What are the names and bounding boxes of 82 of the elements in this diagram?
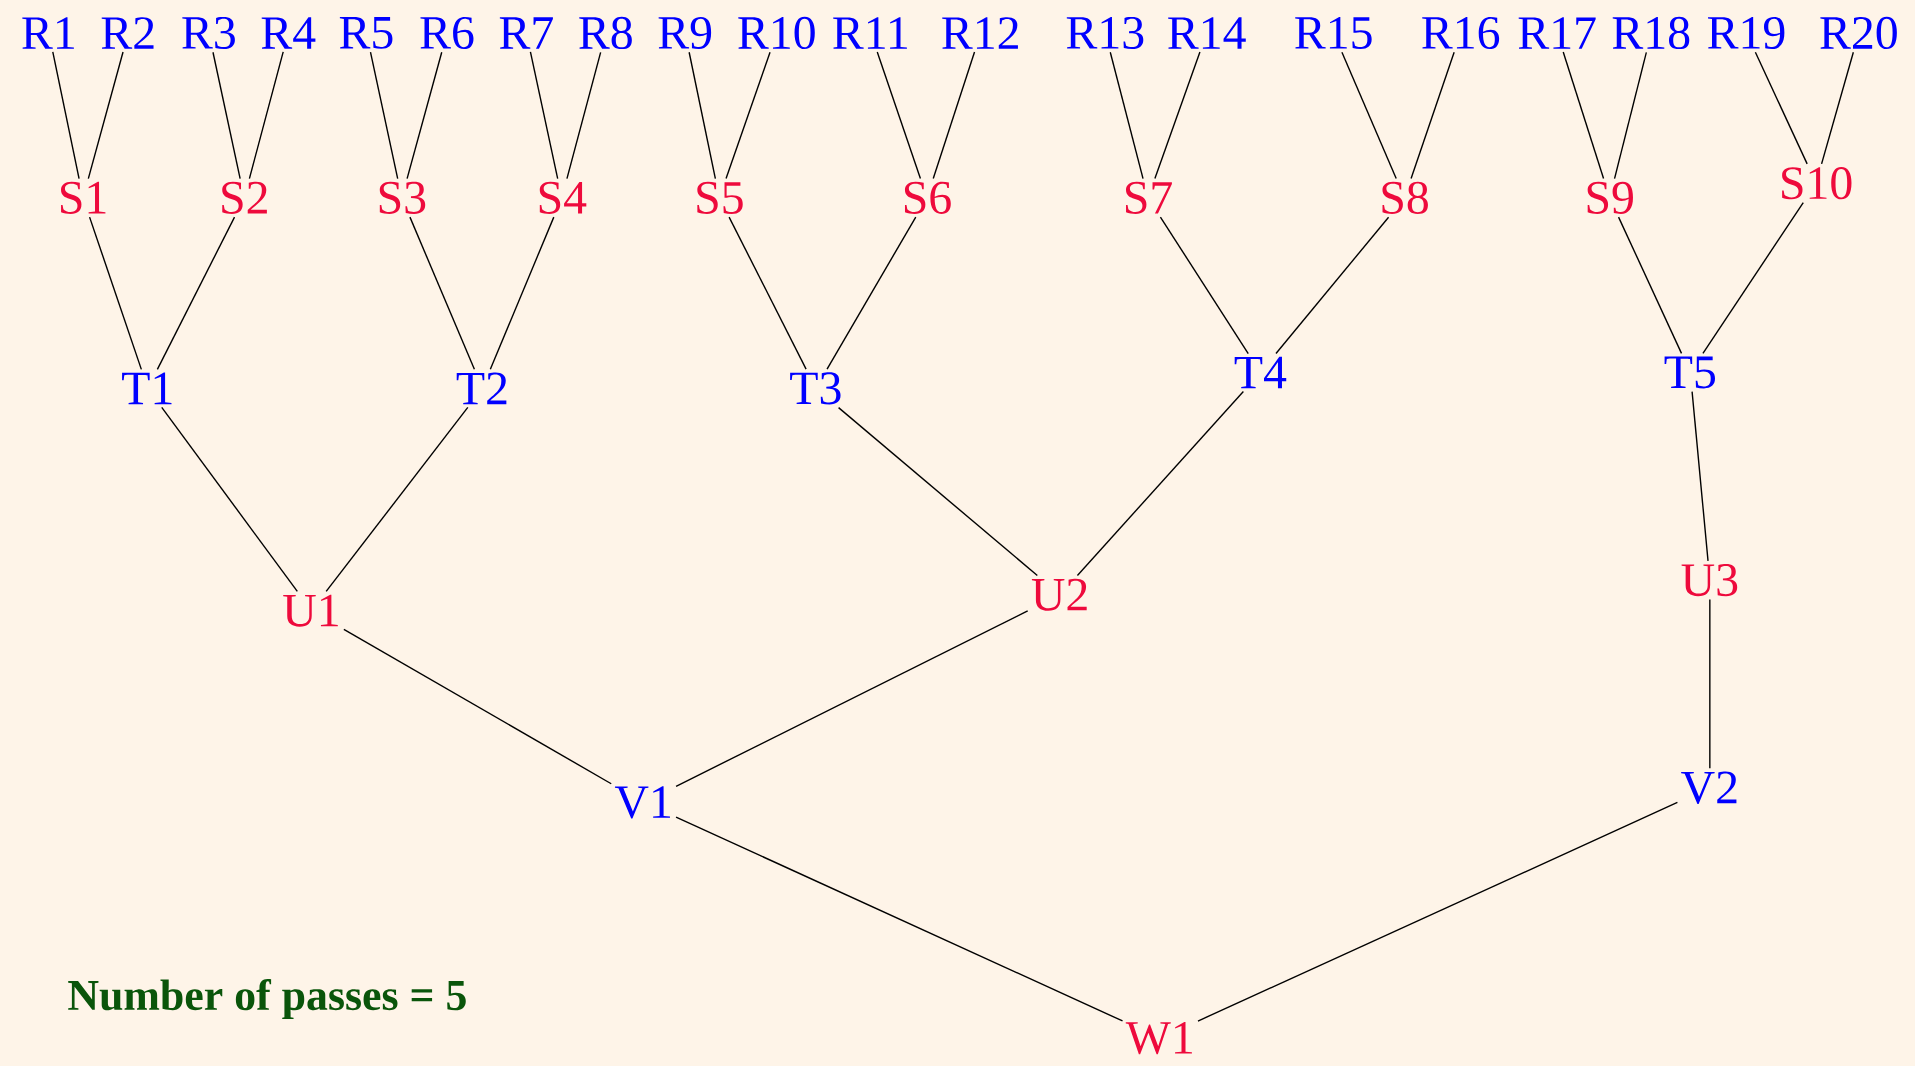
tree-line: [161, 406, 299, 593]
node-label: S5: [697, 181, 743, 214]
node-label: T2: [456, 372, 507, 405]
tree-line: [1709, 598, 1711, 769]
node-label: S8: [1382, 181, 1428, 214]
node-label: U2: [1031, 578, 1087, 611]
tree-line: [1197, 801, 1679, 1022]
node-label: V2: [1681, 771, 1737, 804]
tree-line: [1076, 390, 1245, 577]
node-label: U1: [283, 594, 338, 627]
node-label: R13: [1066, 16, 1144, 49]
node-label: T4: [1234, 356, 1287, 389]
tree-line: [1691, 390, 1709, 562]
node-label: R1: [22, 17, 74, 49]
tree-line: [489, 216, 555, 370]
tree-line: [1154, 51, 1201, 180]
node-label: R12: [942, 17, 1018, 49]
tree-line: [1410, 51, 1455, 180]
tree-line: [728, 216, 807, 370]
node-label: R2: [101, 17, 154, 49]
tree-line: [87, 51, 124, 180]
tree-line: [675, 816, 1124, 1022]
node-label: R5: [339, 17, 393, 49]
tree-line: [837, 406, 1039, 577]
tree-line: [343, 628, 612, 785]
node-label: R14: [1168, 17, 1246, 49]
node-label: S2: [222, 181, 267, 214]
tree-line: [1109, 51, 1144, 180]
tree-line: [826, 216, 917, 370]
node-label: T1: [122, 372, 172, 405]
node-label: R15: [1295, 16, 1372, 49]
tree-line: [725, 51, 771, 180]
tree-line: [1617, 216, 1683, 354]
node-label: S4: [539, 181, 587, 214]
node-label: R3: [182, 16, 235, 49]
node-label: T5: [1664, 356, 1715, 389]
node-label: T3: [790, 372, 841, 405]
node-label: R11: [833, 17, 907, 49]
pass-count-note: Number of passes = 5: [68, 978, 466, 1020]
node-label: S3: [379, 181, 426, 214]
tree-line: [688, 51, 717, 180]
tree-line: [212, 51, 241, 180]
tree-line: [1562, 51, 1605, 180]
node-label: R19: [1708, 16, 1785, 49]
node-label: U3: [1681, 563, 1738, 597]
node-label: S1: [61, 181, 106, 214]
tree-line: [1275, 216, 1390, 355]
tree-line: [248, 51, 284, 180]
node-label: R20: [1820, 16, 1897, 49]
tree-line: [529, 51, 559, 180]
tree-line: [406, 51, 443, 180]
tree-line: [52, 51, 80, 180]
node-label: R10: [738, 16, 815, 49]
tree-line: [932, 51, 976, 180]
node-label: R16: [1422, 16, 1500, 49]
node-label: S10: [1782, 166, 1852, 200]
tree-line: [1613, 51, 1648, 180]
tree-line: [1754, 51, 1808, 165]
tree-line: [88, 216, 143, 370]
node-label: R6: [420, 16, 474, 49]
tree-line: [675, 610, 1029, 787]
node-label: R7: [499, 17, 553, 49]
node-label: R18: [1612, 16, 1690, 49]
tree-line: [566, 51, 602, 180]
tree-line: [876, 51, 922, 180]
node-label: S7: [1126, 181, 1172, 214]
node-label: W1: [1125, 1021, 1192, 1055]
tree-line: [1702, 201, 1804, 354]
node-label: R4: [261, 17, 316, 49]
node-label: S9: [1587, 181, 1633, 214]
tree-line: [1820, 51, 1855, 165]
node-label: S6: [904, 181, 951, 214]
tree-line: [1341, 51, 1397, 180]
node-label: R17: [1518, 17, 1596, 49]
node-label: R9: [658, 16, 712, 49]
node-label: R8: [579, 16, 632, 49]
tree-line: [1159, 216, 1249, 355]
tree-line: [409, 216, 476, 370]
node-label: V1: [614, 786, 670, 819]
tree-line: [369, 51, 399, 180]
tree-line: [156, 216, 236, 370]
tree-line: [325, 406, 469, 593]
